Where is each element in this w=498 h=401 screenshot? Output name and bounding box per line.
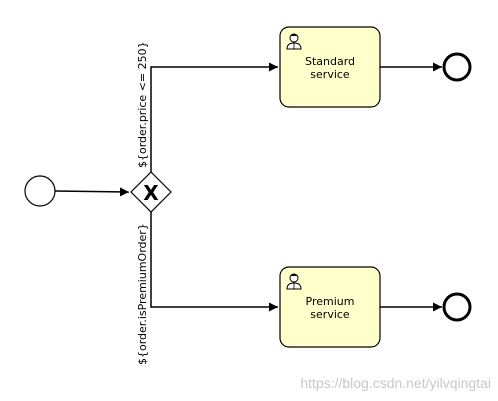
end-event-premium[interactable] [442,292,472,322]
sequence-flow-gateway-premium[interactable] [150,212,278,312]
gateway-marker: X [143,181,159,205]
flow-condition-lower: ${order.isPremiumOrder} [136,223,149,365]
sequence-flow-gateway-standard[interactable] [150,62,278,172]
flow-condition-upper: ${order.price <= 250} [136,41,149,168]
task-standard-service[interactable]: Standard service [279,26,381,108]
exclusive-gateway[interactable]: X [130,171,172,213]
watermark-text: https://blog.csdn.net/yilvqingtai [300,375,491,391]
task-label-line2: service [310,68,350,81]
sequence-flow-start-gateway[interactable] [54,187,130,197]
user-icon [286,33,302,50]
task-label-line1: Standard [305,55,355,68]
task-label-line1: Premium [306,295,355,308]
end-event-standard[interactable] [442,52,472,82]
task-premium-service[interactable]: Premium service [279,266,381,348]
task-label-line2: service [310,308,350,321]
start-event[interactable] [24,175,56,207]
user-icon [286,273,302,290]
